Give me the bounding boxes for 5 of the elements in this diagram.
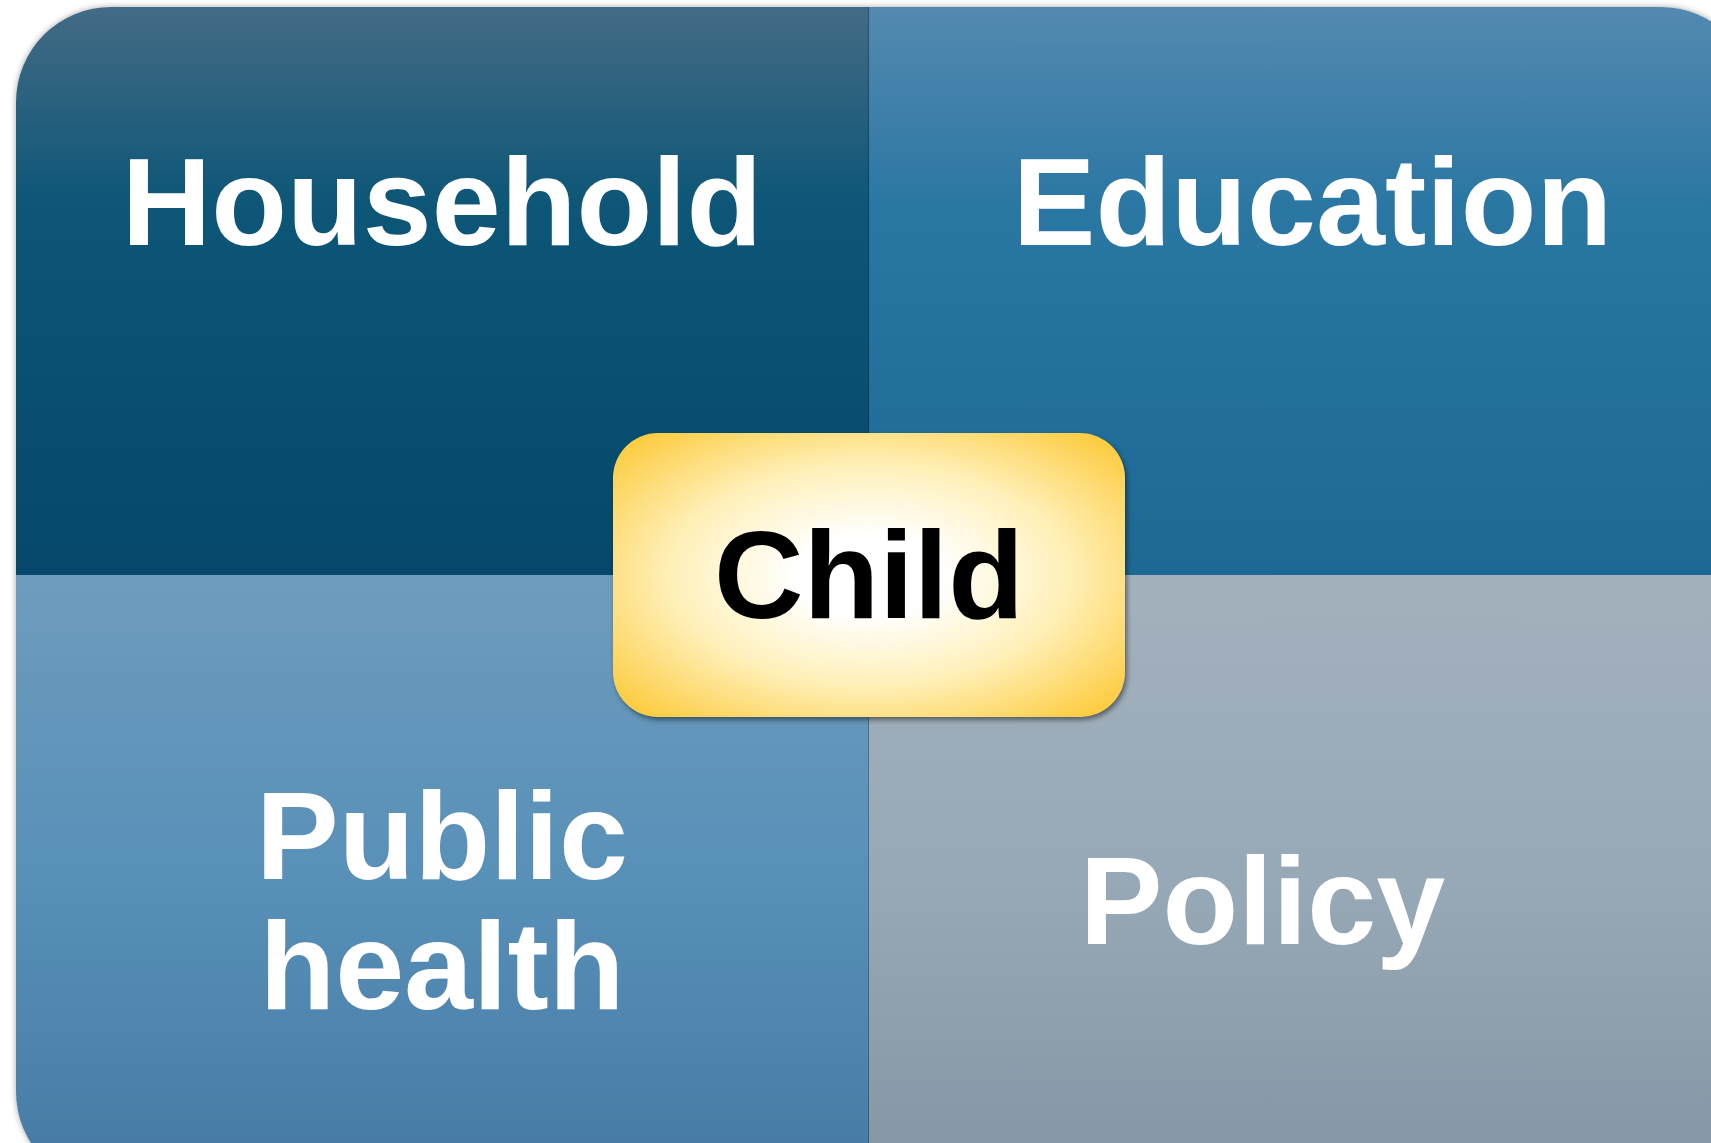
node-label: Child: [714, 509, 1024, 641]
node-label: Education: [1012, 137, 1613, 268]
node-label: Household: [121, 137, 763, 268]
center-box: [613, 433, 1125, 717]
node-label: Public health: [254, 770, 630, 1032]
